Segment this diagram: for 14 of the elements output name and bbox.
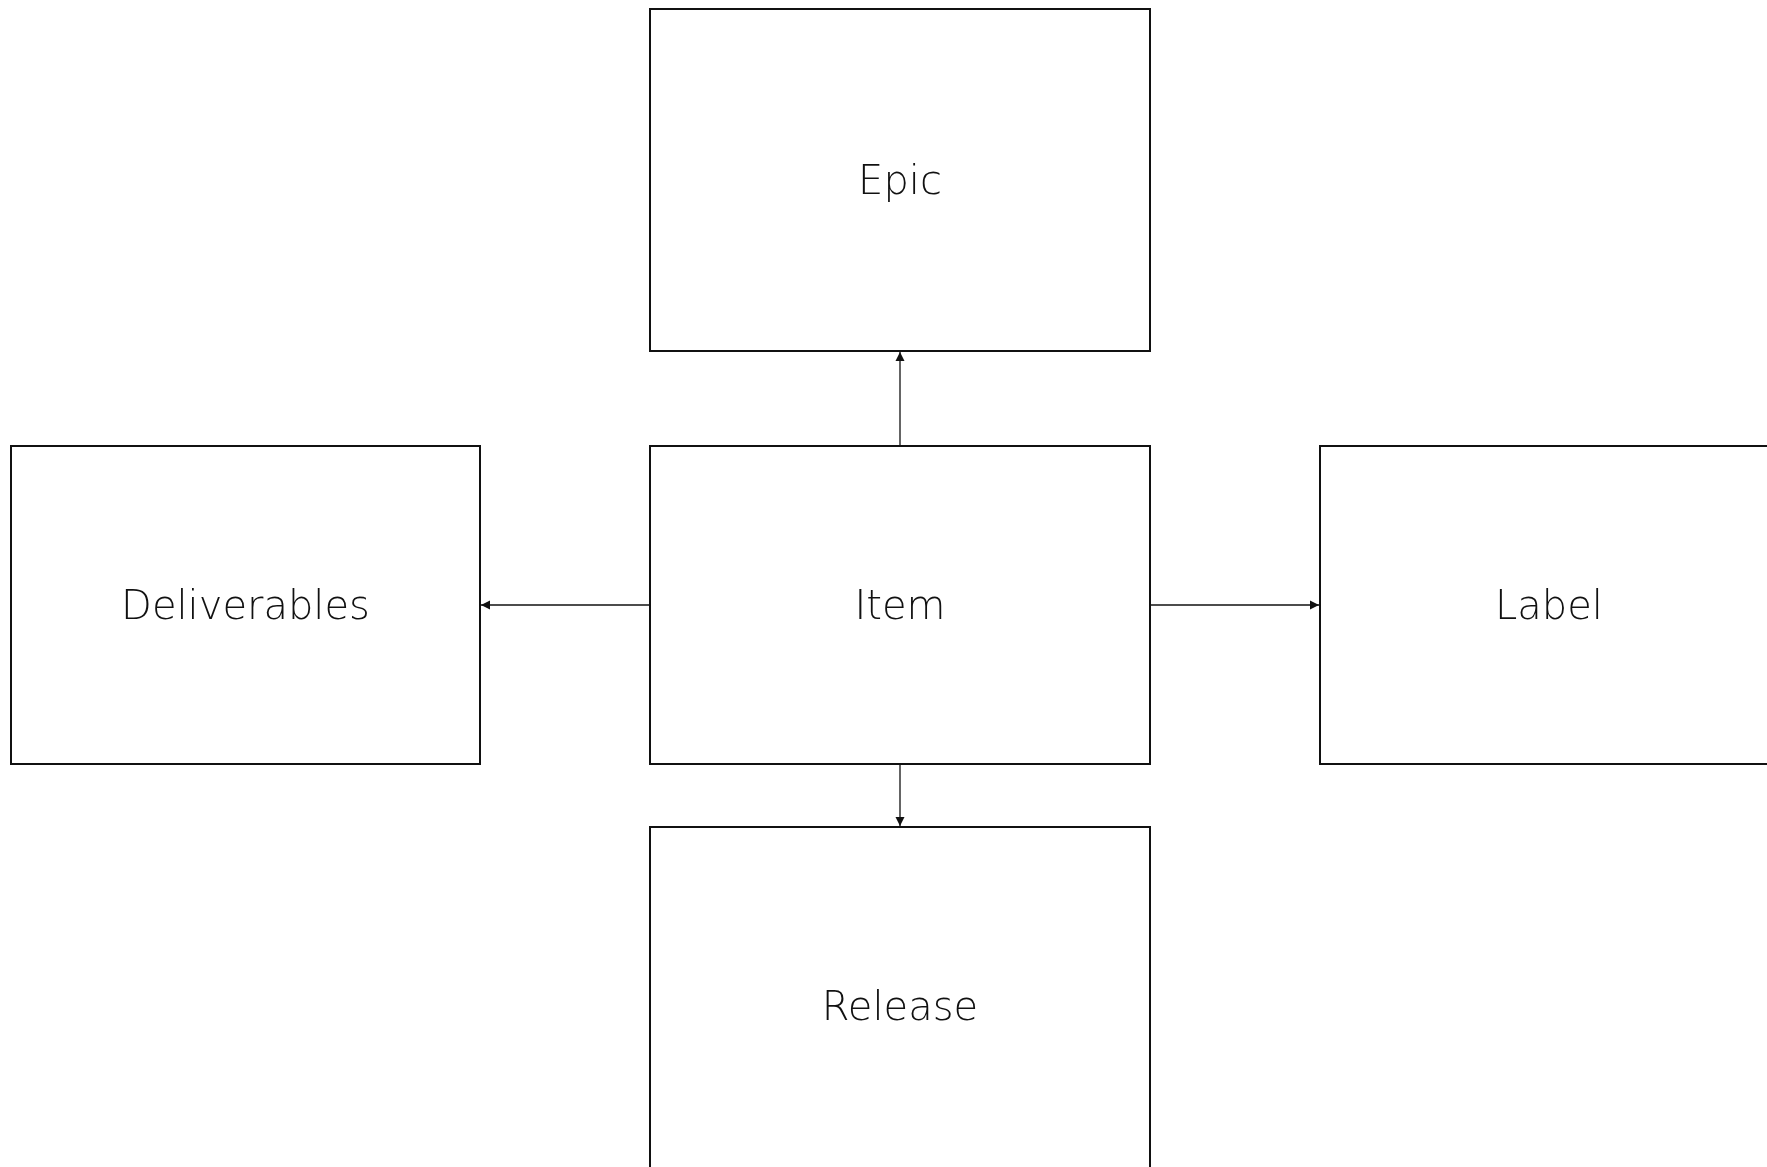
entity-box [10, 445, 481, 765]
arrow [480, 600, 650, 610]
entity-box [649, 8, 1151, 352]
entity-name: Item [854, 582, 946, 628]
entity-box [649, 445, 1151, 765]
entity-name: Deliverables [121, 582, 370, 628]
entity-box [649, 826, 1151, 1167]
entity-name: Label [1495, 582, 1603, 628]
entity-name: Epic [858, 157, 942, 203]
arrow [1150, 600, 1320, 610]
entity-box [1319, 445, 1767, 765]
arrow [895, 764, 905, 827]
arrow [895, 351, 905, 446]
entity-name: Release [821, 983, 979, 1029]
